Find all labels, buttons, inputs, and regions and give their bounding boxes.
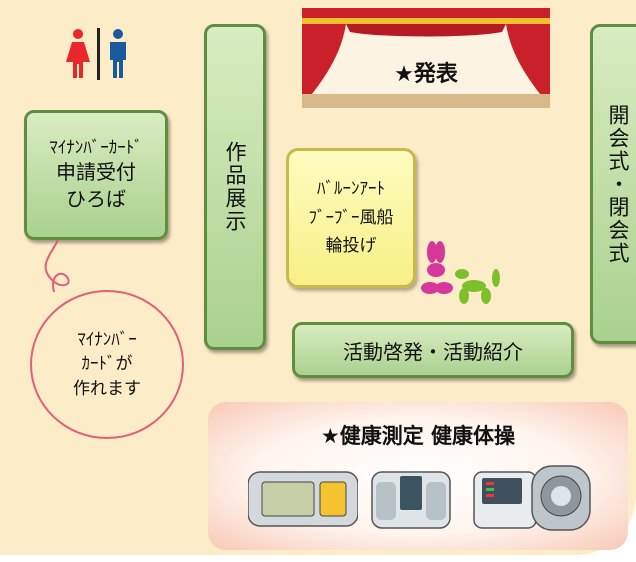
mynumber-callout-bubble: ﾏｲﾅﾝﾊﾞｰ ｶｰﾄﾞが 作れます [30,290,184,439]
mynumber-area-label-3: ひろば [66,187,126,212]
stage-label: ★発表 [394,62,458,87]
balloon-label-3: 輪投げ [325,236,377,257]
mynumber-area-label-2: 申請受付 [56,160,136,185]
balloon-label-1: ﾊﾞﾙｰﾝｱｰﾄ [317,178,385,199]
activity-promotion-area: 活動啓発・活動紹介 [292,322,574,378]
opening-closing-ceremony-area: 開会式・閉会式 [590,24,636,344]
callout-line-3: 作れます [73,378,141,399]
blood-pressure-monitor-icon [473,465,591,531]
callout-connector [44,239,70,293]
works-exhibition-label: 作品展示 [223,141,247,233]
stage-curtain-icon [302,8,550,108]
works-exhibition-area: 作品展示 [204,24,266,350]
callout-line-2: ｶｰﾄﾞが [81,354,133,375]
callout-line-1: ﾏｲﾅﾝﾊﾞｰ [77,329,137,350]
balloon-animal-icon [421,241,500,304]
wrist-blood-pressure-monitor-icon [248,471,358,527]
health-measurement-area: ★健康測定 健康体操 [208,402,628,550]
balloon-label-2: ﾌﾞｰﾌﾞｰ風船 [308,207,394,228]
mynumber-card-application-area: ﾏｲﾅﾝﾊﾞｰｶｰﾄﾞ 申請受付 ひろば [24,110,168,240]
balloon-art-area: ﾊﾞﾙｰﾝｱｰﾄ ﾌﾞｰﾌﾞｰ風船 輪投げ [286,148,416,288]
mynumber-area-label-1: ﾏｲﾅﾝﾊﾞｰｶｰﾄﾞ [49,137,143,158]
body-composition-scale-icon [371,471,451,529]
stage-area: ★発表 [302,8,550,108]
restroom-icon [66,28,126,80]
health-label: ★健康測定 健康体操 [320,424,516,448]
opening-closing-label: 開会式・閉会式 [606,103,630,265]
activity-label: 活動啓発・活動紹介 [343,339,523,364]
